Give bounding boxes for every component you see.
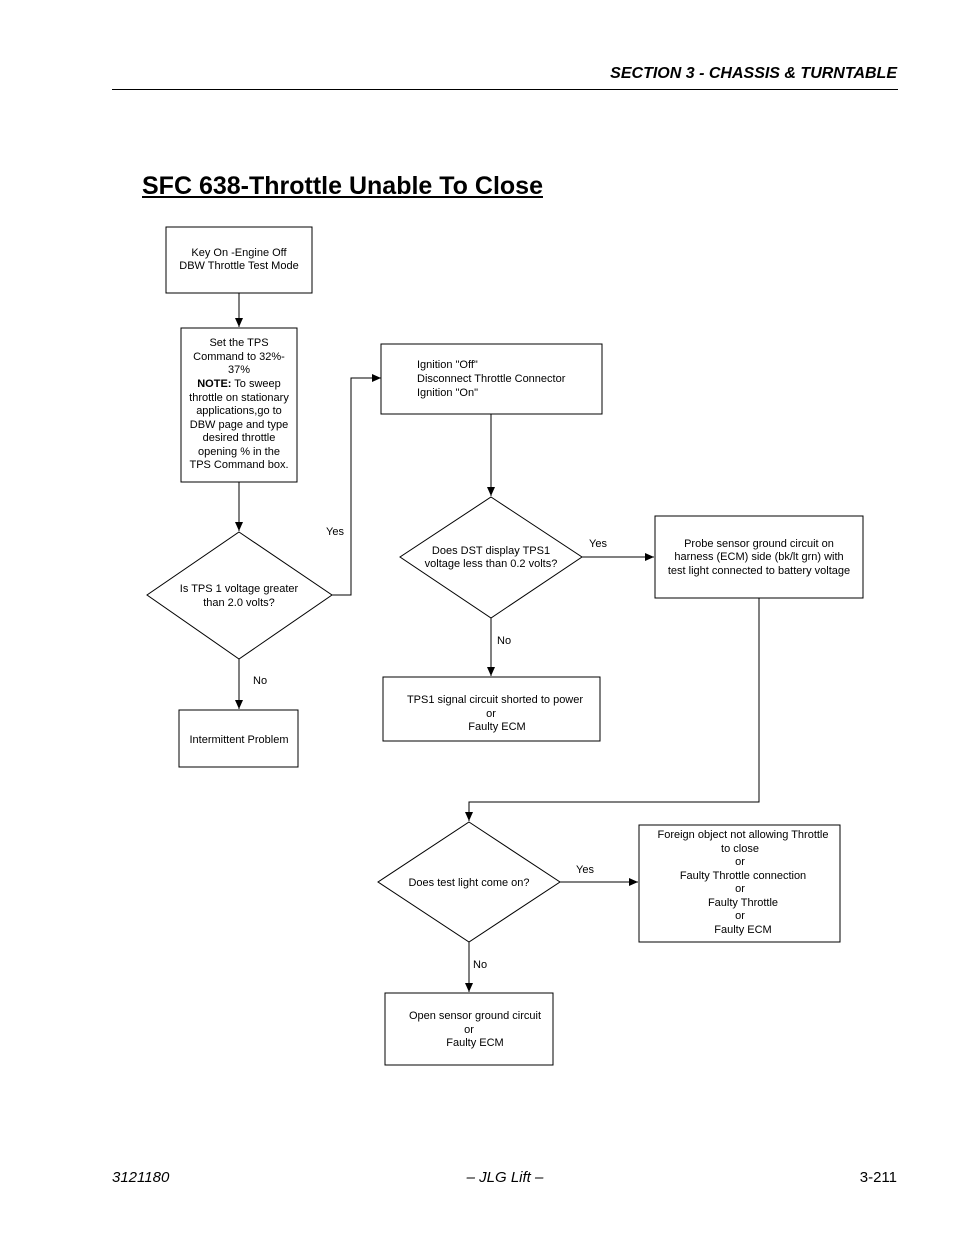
node-tps1-shorted-line: TPS1 signal circuit shorted to power <box>407 694 583 706</box>
node-dst-decision-text: Does DST display TPS1 voltage less than … <box>425 545 558 570</box>
node-open-sensor-line: or <box>464 1024 474 1036</box>
node-set-tps-line: Set the TPS <box>209 337 268 349</box>
node-foreign-object-line: Faulty Throttle <box>708 897 778 909</box>
edge-label-yes: Yes <box>589 538 607 550</box>
edge-label-no: No <box>473 959 487 971</box>
node-probe-line: test light connected to battery voltage <box>668 565 850 577</box>
node-set-tps-line: DBW page and type <box>190 419 288 431</box>
node-tps1-decision-text: Is TPS 1 voltage greater than 2.0 volts? <box>180 583 299 609</box>
node-tps1-shorted-line: or <box>486 708 496 720</box>
edge-decision-yes-to-ignition <box>332 374 381 596</box>
node-set-tps-box <box>180 327 298 483</box>
node-ignition-text: Ignition "Off" Disconnect Throttle Conne… <box>417 359 566 399</box>
edge-label-no: No <box>253 675 267 687</box>
node-testlight-decision-diamond <box>377 821 561 943</box>
node-set-tps-note-line: NOTE: To sweep <box>197 378 281 390</box>
node-open-sensor-line: Open sensor ground circuit <box>409 1010 541 1022</box>
node-start-box <box>165 226 313 294</box>
node-ignition-line: Ignition "Off" <box>417 359 478 371</box>
section-header: SECTION 3 - CHASSIS & TURNTABLE <box>610 65 897 82</box>
node-open-sensor-text: Open sensor ground circuit or Faulty ECM <box>409 1010 541 1049</box>
node-testlight-decision-text: Does test light come on? <box>408 877 529 889</box>
node-start-line: DBW Throttle Test Mode <box>179 260 298 272</box>
node-dst-decision-line: Does DST display TPS1 <box>432 545 550 557</box>
node-set-tps-line: desired throttle <box>203 432 276 444</box>
node-foreign-object-line: Faulty Throttle connection <box>680 870 806 882</box>
node-open-sensor-line: Faulty ECM <box>446 1037 503 1049</box>
footer-publisher: – JLG Lift – <box>466 1169 544 1186</box>
node-foreign-object-line: Faulty ECM <box>714 924 771 936</box>
node-tps1-decision-diamond <box>146 531 333 660</box>
node-set-tps-text: Set the TPS Command to 32%- 37% NOTE: To… <box>189 337 289 471</box>
footer-page-number: 3-211 <box>859 1169 897 1186</box>
node-ignition-box <box>380 343 603 415</box>
node-ignition-line: Ignition "On" <box>417 387 478 399</box>
node-open-sensor-box <box>384 992 554 1066</box>
node-foreign-object-text: Foreign object not allowing Throttle to … <box>657 829 828 936</box>
edge-label-yes: Yes <box>576 864 594 876</box>
node-set-tps-line: throttle on stationary <box>189 392 289 404</box>
node-probe-text: Probe sensor ground circuit on harness (… <box>668 538 850 577</box>
edge-label-yes: Yes <box>326 526 344 538</box>
node-set-tps-line: opening % in the <box>198 446 280 458</box>
node-tps1-shorted-line: Faulty ECM <box>468 721 525 733</box>
node-probe-line: Probe sensor ground circuit on <box>684 538 834 550</box>
header-rule <box>112 89 898 90</box>
edge-probe-to-testlight <box>465 598 760 821</box>
footer-doc-number: 3121180 <box>112 1169 170 1186</box>
node-foreign-object-line: Foreign object not allowing Throttle <box>657 829 828 841</box>
node-dst-decision-line: voltage less than 0.2 volts? <box>425 558 558 570</box>
node-foreign-object-line: or <box>735 910 745 922</box>
node-tps1-shorted-text: TPS1 signal circuit shorted to power or … <box>407 694 583 733</box>
node-intermittent-line: Intermittent Problem <box>189 734 288 746</box>
node-foreign-object-line: to close <box>721 843 759 855</box>
node-probe-line: harness (ECM) side (bk/lt grn) with <box>674 551 843 563</box>
page-title: SFC 638-Throttle Unable To Close <box>142 172 543 200</box>
edge-label-no: No <box>497 635 511 647</box>
node-tps1-decision-line: Is TPS 1 voltage greater <box>180 583 299 595</box>
node-tps1-decision-line: than 2.0 volts? <box>203 597 275 609</box>
node-probe-box <box>654 515 864 599</box>
node-dst-decision-diamond <box>399 496 583 619</box>
node-ignition-line: Disconnect Throttle Connector <box>417 373 566 385</box>
node-foreign-object-box <box>638 824 841 943</box>
node-set-tps-line: TPS Command box. <box>189 459 288 471</box>
node-testlight-decision-line: Does test light come on? <box>408 877 529 889</box>
node-foreign-object-line: or <box>735 856 745 868</box>
node-set-tps-line: applications,go to <box>196 405 282 417</box>
node-start-line: Key On -Engine Off <box>191 247 287 259</box>
node-set-tps-line: Command to 32%- <box>193 351 285 363</box>
node-set-tps-line: 37% <box>228 364 250 376</box>
node-intermittent-box <box>178 709 299 768</box>
node-foreign-object-line: or <box>735 883 745 895</box>
node-tps1-shorted-box <box>382 676 601 742</box>
node-start-text: Key On -Engine Off DBW Throttle Test Mod… <box>179 247 298 272</box>
node-intermittent-text: Intermittent Problem <box>189 734 288 746</box>
